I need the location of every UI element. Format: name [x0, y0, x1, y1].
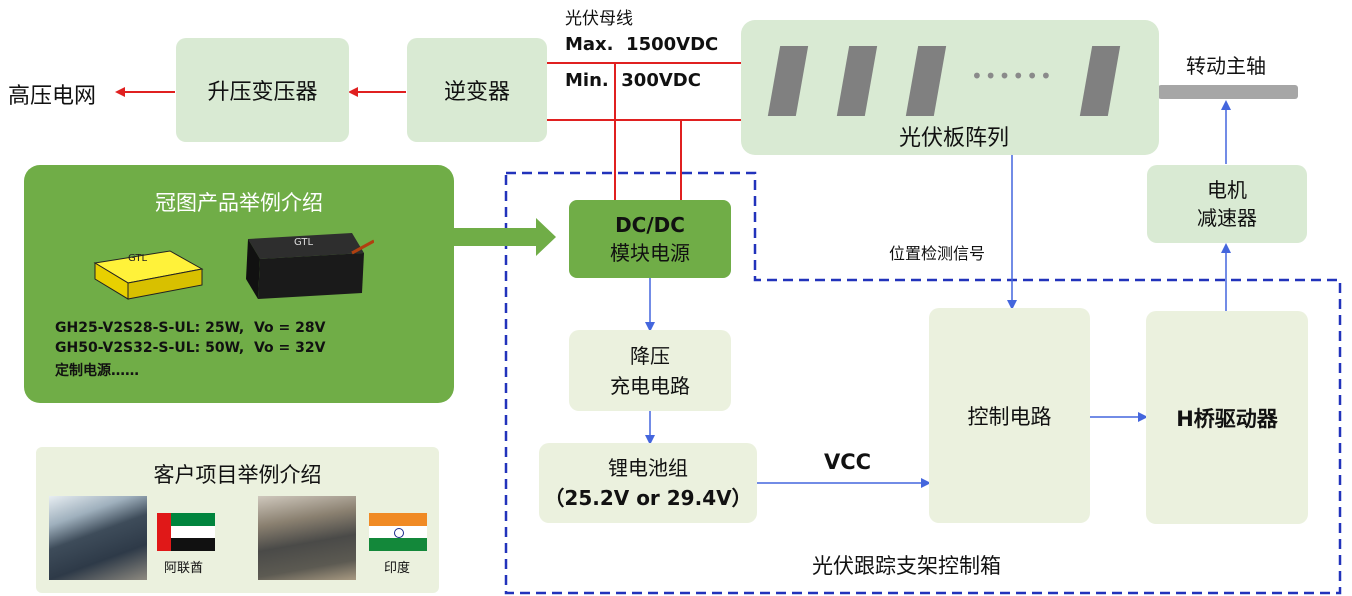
products-panel: 冠图产品举例介绍 GTL GTL GH25-V2S28-S-UL: 25W, V…: [24, 165, 454, 403]
bus-min-label: Min. 300VDC: [565, 70, 701, 91]
motor-box: 电机 减速器: [1147, 165, 1307, 243]
india-label: 印度: [384, 561, 411, 576]
black-module-image: [246, 233, 374, 299]
cabinet-label: 光伏跟踪支架控制箱: [812, 554, 1001, 578]
product-arrow: [454, 218, 556, 256]
uae-flag: [157, 513, 215, 551]
india-flag: [369, 513, 427, 551]
inverter-box: 逆变器: [407, 38, 547, 142]
pv-array-label: 光伏板阵列: [899, 126, 1010, 151]
buck-label-2: 充电电路: [610, 373, 690, 398]
yellow-module-image: [93, 250, 204, 300]
black-module-brand: GTL: [294, 237, 314, 248]
grid-label: 高压电网: [8, 84, 97, 109]
vcc-label: VCC: [824, 450, 872, 474]
dcdc-box: DC/DC 模块电源: [569, 200, 731, 278]
pv-ellipsis: ••••••: [971, 64, 1054, 88]
transformer-box: 升压变压器: [176, 38, 349, 142]
battery-label-1: 锂电池组: [608, 456, 688, 480]
hbridge-label: H桥驱动器: [1176, 406, 1278, 431]
shaft-bar: [1158, 85, 1298, 99]
shaft-label: 转动主轴: [1186, 54, 1266, 78]
motor-label-2: 减速器: [1197, 206, 1257, 230]
project-photo-1: [49, 496, 147, 580]
dcdc-label-1: DC/DC: [615, 212, 685, 237]
pv-panel-2: [836, 46, 878, 116]
position-signal-label: 位置检测信号: [889, 244, 986, 263]
product-line-3: 定制电源……: [55, 363, 139, 379]
product-line-1: GH25-V2S28-S-UL: 25W, Vo = 28V: [55, 320, 326, 336]
hbridge-box: H桥驱动器: [1146, 311, 1308, 524]
dcdc-label-2: 模块电源: [610, 240, 690, 265]
uae-label: 阿联酋: [164, 561, 204, 576]
pv-panel-3: [905, 46, 947, 116]
pv-panel-1: [767, 46, 809, 116]
project-photo-2: [258, 496, 356, 580]
control-label: 控制电路: [967, 404, 1052, 429]
motor-label-1: 电机: [1207, 178, 1247, 202]
transformer-label: 升压变压器: [207, 80, 318, 105]
pv-panel-4: [1079, 46, 1121, 116]
battery-label-2: （25.2V or 29.4V）: [544, 486, 752, 510]
bus-label: 光伏母线: [565, 9, 633, 29]
battery-box: 锂电池组 （25.2V or 29.4V）: [539, 443, 757, 523]
bus-max-label: Max. 1500VDC: [565, 34, 719, 55]
customers-title: 客户项目举例介绍: [153, 463, 322, 487]
customers-panel: 客户项目举例介绍 阿联酋 印度: [36, 447, 439, 593]
pv-array-box: •••••• 光伏板阵列: [741, 20, 1159, 155]
buck-label-1: 降压: [630, 343, 670, 368]
product-line-2: GH50-V2S32-S-UL: 50W, Vo = 32V: [55, 340, 326, 356]
inverter-label: 逆变器: [443, 80, 510, 105]
buck-box: 降压 充电电路: [569, 330, 731, 411]
products-title: 冠图产品举例介绍: [155, 191, 323, 215]
cabinet-outline: [504, 171, 1342, 595]
yellow-module-brand: GTL: [128, 253, 148, 264]
control-box: 控制电路: [929, 308, 1090, 523]
